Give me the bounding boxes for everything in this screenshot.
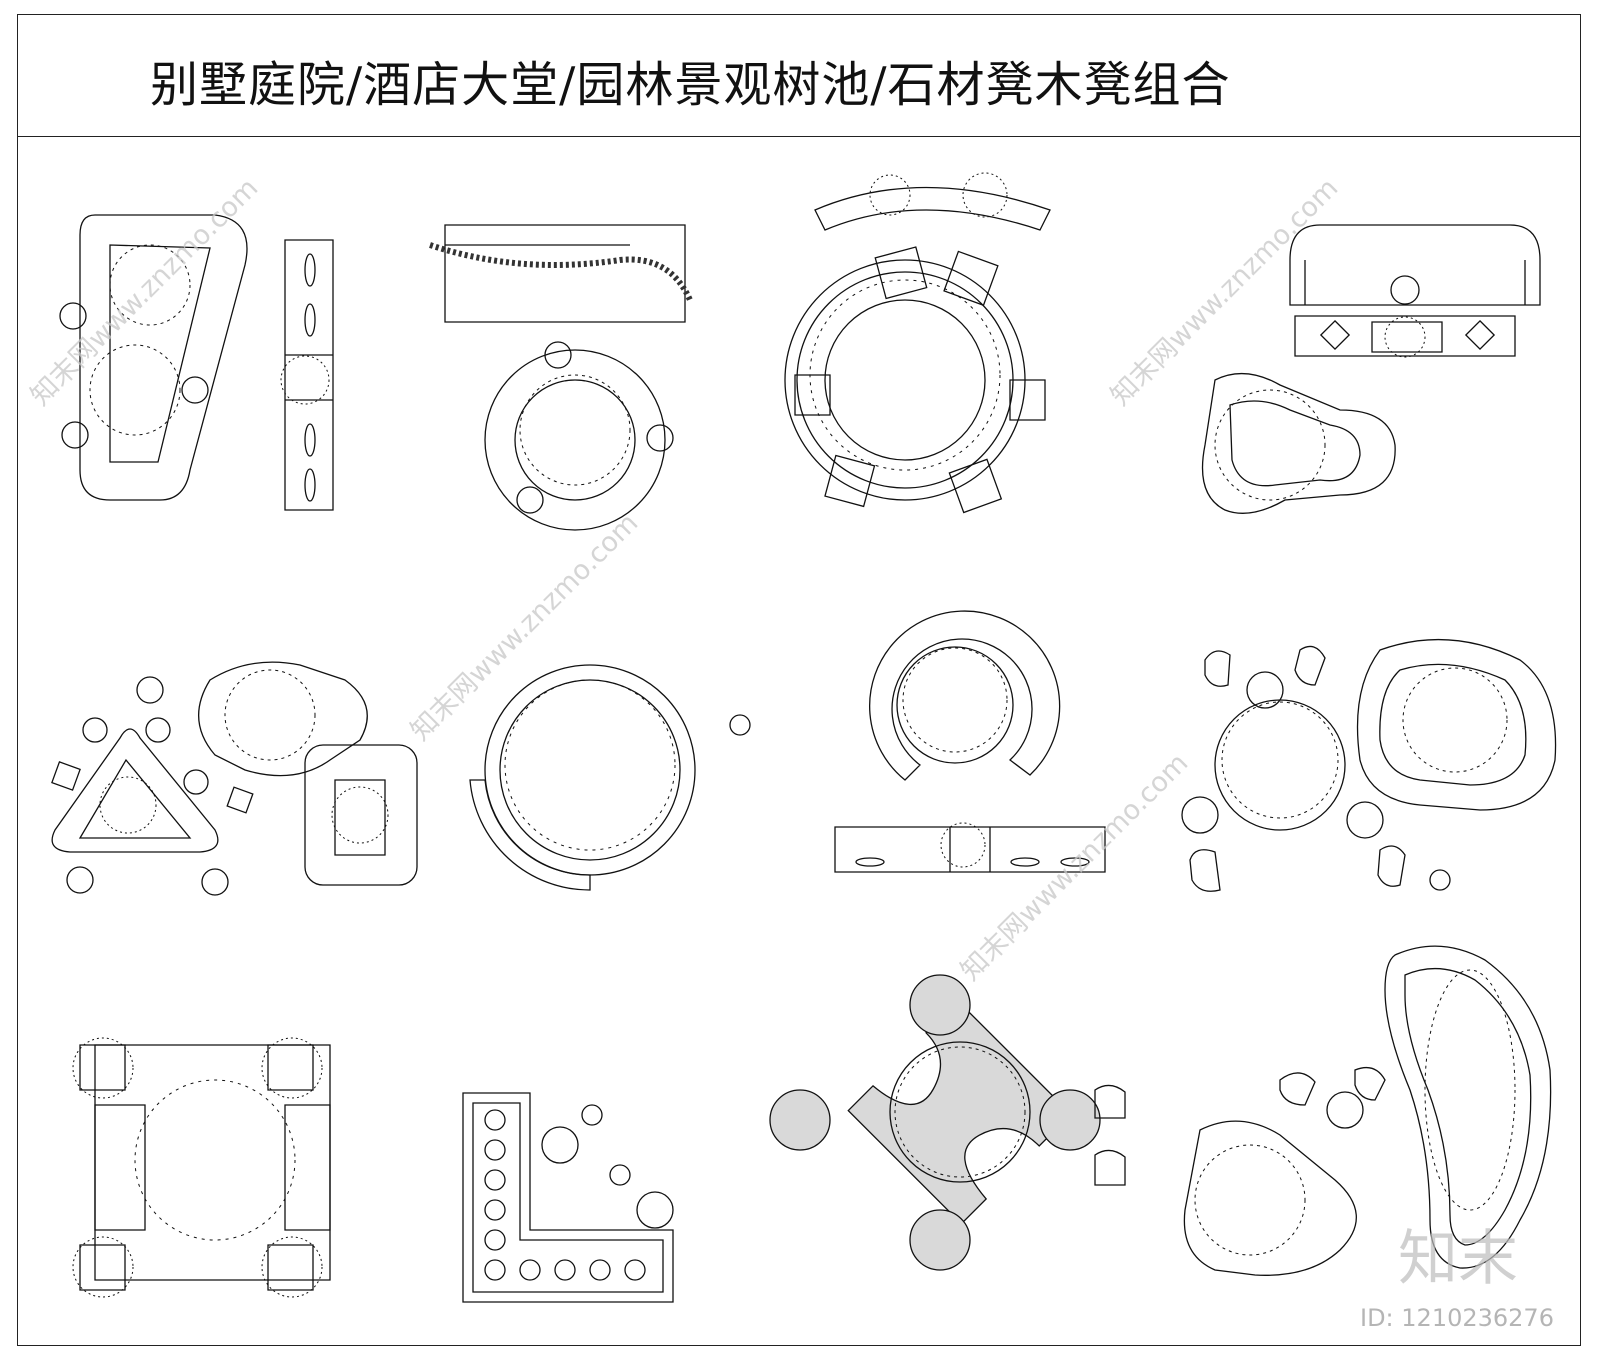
tree-canopy xyxy=(895,1047,1025,1177)
tree-pool-bench-12 xyxy=(1184,946,1550,1275)
watermark-logo: 知末 xyxy=(1398,1224,1518,1294)
tree-canopy xyxy=(100,670,388,843)
tree-pool-bench-5 xyxy=(52,662,417,895)
tree-pool-bench-1 xyxy=(60,215,333,510)
tree-canopy xyxy=(505,680,675,850)
title-band: 别墅庭院/酒店大堂/园林景观树池/石材凳木凳组合 xyxy=(18,15,1580,137)
watermark-id: ID: 1210236276 xyxy=(1360,1304,1554,1332)
tree-canopy xyxy=(430,245,690,485)
tree-pool-bench-9 xyxy=(80,1045,330,1290)
tree-canopy xyxy=(1195,970,1515,1255)
tree-pool-bench-10 xyxy=(463,1093,673,1302)
tree-canopy xyxy=(73,1038,322,1297)
tree-pool-bench-7 xyxy=(835,611,1105,872)
tree-pool-bench-3 xyxy=(785,188,1050,513)
tree-canopy xyxy=(903,648,1007,867)
tree-pool-bench-11 xyxy=(770,975,1125,1270)
tree-pool-bench-2 xyxy=(445,225,685,530)
tree-canopy xyxy=(1215,317,1425,500)
tree-pool-bench-6 xyxy=(470,665,750,890)
tree-canopy xyxy=(810,173,1007,470)
tree-canopy xyxy=(1222,668,1507,818)
tree-pool-bench-8 xyxy=(1182,640,1556,892)
tree-pool-bench-4 xyxy=(1203,225,1541,513)
drawing-title: 别墅庭院/酒店大堂/园林景观树池/石材凳木凳组合 xyxy=(150,57,1231,113)
tree-canopy xyxy=(90,245,329,435)
